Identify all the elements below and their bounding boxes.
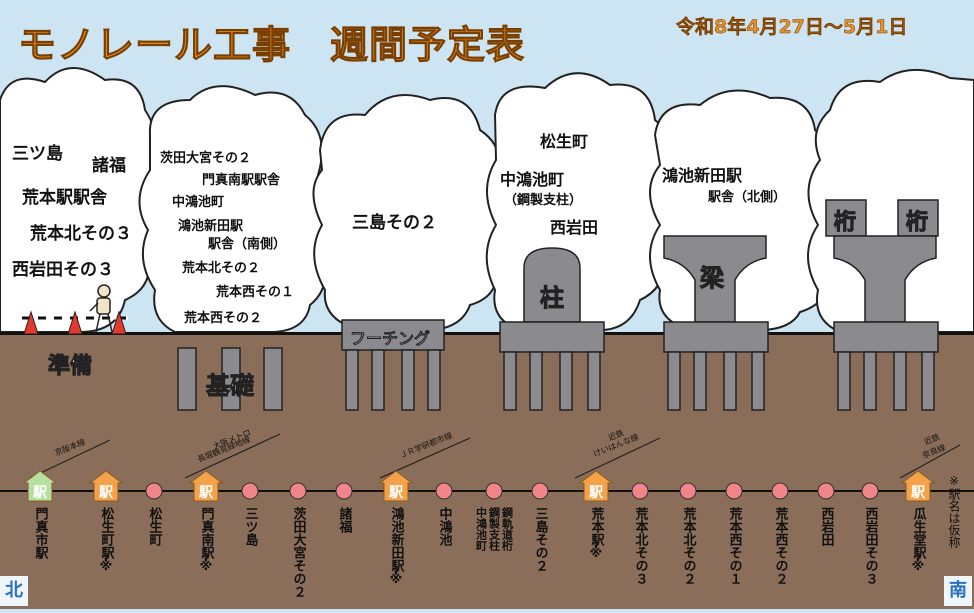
prep-location: 西岩田その３: [12, 260, 114, 280]
station-marker: [578, 470, 614, 502]
column-structure: [499, 247, 605, 411]
station-glyph: 駅: [589, 485, 604, 501]
foundation-location: 荒本北その２: [182, 261, 261, 276]
route-point-marker: [435, 482, 453, 500]
girder-structure: [825, 199, 939, 411]
route-point-marker: [679, 482, 697, 500]
station-label: 門真南駅※: [198, 507, 214, 574]
route-point-marker: [241, 482, 259, 500]
date-range: 令和8年4月27日～5月1日: [676, 16, 908, 39]
foundation-piles: [177, 347, 283, 411]
name-note: ※駅名は仮称: [947, 474, 961, 548]
route-point-marker: [485, 482, 503, 500]
column-location: 西岩田: [550, 218, 599, 237]
foundation-location: 駅舎（南側）: [208, 237, 287, 252]
station-label: 諸福: [336, 507, 352, 533]
foundation-location: 門真南駅駅舎: [202, 173, 281, 188]
station-label: 荒本駅※: [588, 507, 604, 561]
station-label: 茨田大宮その２: [290, 507, 306, 598]
prep-location: 三ツ島: [12, 144, 63, 164]
page-title: モノレール工事 週間予定表: [17, 23, 526, 68]
route-point-marker: [771, 482, 789, 500]
direction-south: 南: [944, 576, 972, 606]
safety-cones: [22, 310, 128, 335]
station-marker: [378, 470, 414, 502]
cloud-girder: [807, 68, 974, 333]
existing-station-marker: [22, 470, 58, 502]
route-point-marker: [861, 482, 879, 500]
station-label: 松生町: [146, 507, 162, 546]
station-marker: [88, 470, 124, 502]
station-glyph: 駅: [911, 485, 926, 501]
stage-label-column: 柱: [540, 284, 565, 313]
stage-label-girder-2: 桁: [905, 210, 929, 236]
station-label: 鋼軌道桁: [500, 507, 514, 551]
prep-location: 荒本北その３: [30, 224, 132, 244]
foundation-location: 中鴻池町: [172, 195, 225, 210]
station-label: 鋼製支柱: [487, 507, 501, 551]
cloud-beam: [649, 89, 839, 332]
station-label: 西岩田: [818, 507, 834, 546]
stage-label-girder-1: 桁: [833, 210, 857, 236]
station-glyph: 駅: [389, 485, 404, 501]
ground-line: [0, 332, 974, 335]
station-label: 鴻池新田駅※: [388, 507, 404, 587]
stage-label-footing: フーチング: [350, 329, 431, 349]
footing-location: 三島その２: [352, 213, 437, 233]
route-point-marker: [145, 482, 163, 500]
stage-label-beam: 梁: [700, 264, 725, 293]
ground: [0, 332, 974, 609]
foundation-location: 鴻池新田駅: [178, 219, 244, 234]
beam-location: 駅舎（北側）: [708, 190, 787, 205]
station-label: 荒本西その２: [772, 507, 788, 585]
prep-location: 諸福: [92, 156, 126, 176]
station-label: 三ツ島: [242, 507, 258, 546]
station-marker: [188, 470, 224, 502]
station-glyph: 駅: [199, 485, 214, 501]
station-label: 荒本北その３: [632, 507, 648, 585]
route-point-marker: [725, 482, 743, 500]
foundation-location: 荒本西その２: [184, 311, 263, 326]
station-label: 三島その２: [532, 507, 548, 572]
beam-structure: [663, 235, 769, 411]
station-label: 瓜生堂駅※: [910, 507, 926, 574]
stage-label-foundation: 基礎: [206, 372, 255, 401]
foundation-location: 荒本西その１: [216, 285, 295, 300]
station-label: 中鴻池: [436, 507, 452, 546]
direction-north: 北: [0, 576, 28, 606]
prep-location: 荒本駅駅舎: [22, 188, 107, 208]
column-location: 松生町: [540, 132, 589, 151]
station-label: 荒本北その２: [680, 507, 696, 585]
station-glyph: 駅: [99, 485, 114, 501]
route-point-marker: [289, 482, 307, 500]
footing-structure: [341, 319, 445, 411]
station-label: 中鴻池町: [474, 507, 488, 551]
station-label: 西岩田その３: [862, 507, 878, 585]
route-point-marker: [817, 482, 835, 500]
worker-figure: [89, 284, 113, 333]
station-label: 門真市駅: [32, 507, 48, 559]
station-label: 荒本西その１: [726, 507, 742, 585]
column-location: 中鴻池町: [500, 170, 565, 189]
route-point-marker: [531, 482, 549, 500]
stage-label-prep: 準備: [47, 354, 93, 380]
stations-layer: 駅駅駅駅駅駅: [22, 470, 936, 502]
route-point-marker: [335, 482, 353, 500]
foundation-location: 茨田大宮その２: [160, 151, 252, 166]
column-location: （鋼製支柱）: [504, 193, 583, 208]
route-point-marker: [631, 482, 649, 500]
beam-location: 鴻池新田駅: [662, 166, 743, 185]
station-glyph: 駅: [33, 485, 48, 501]
station-marker: [900, 470, 936, 502]
station-label: 松生町駅※: [98, 507, 114, 574]
